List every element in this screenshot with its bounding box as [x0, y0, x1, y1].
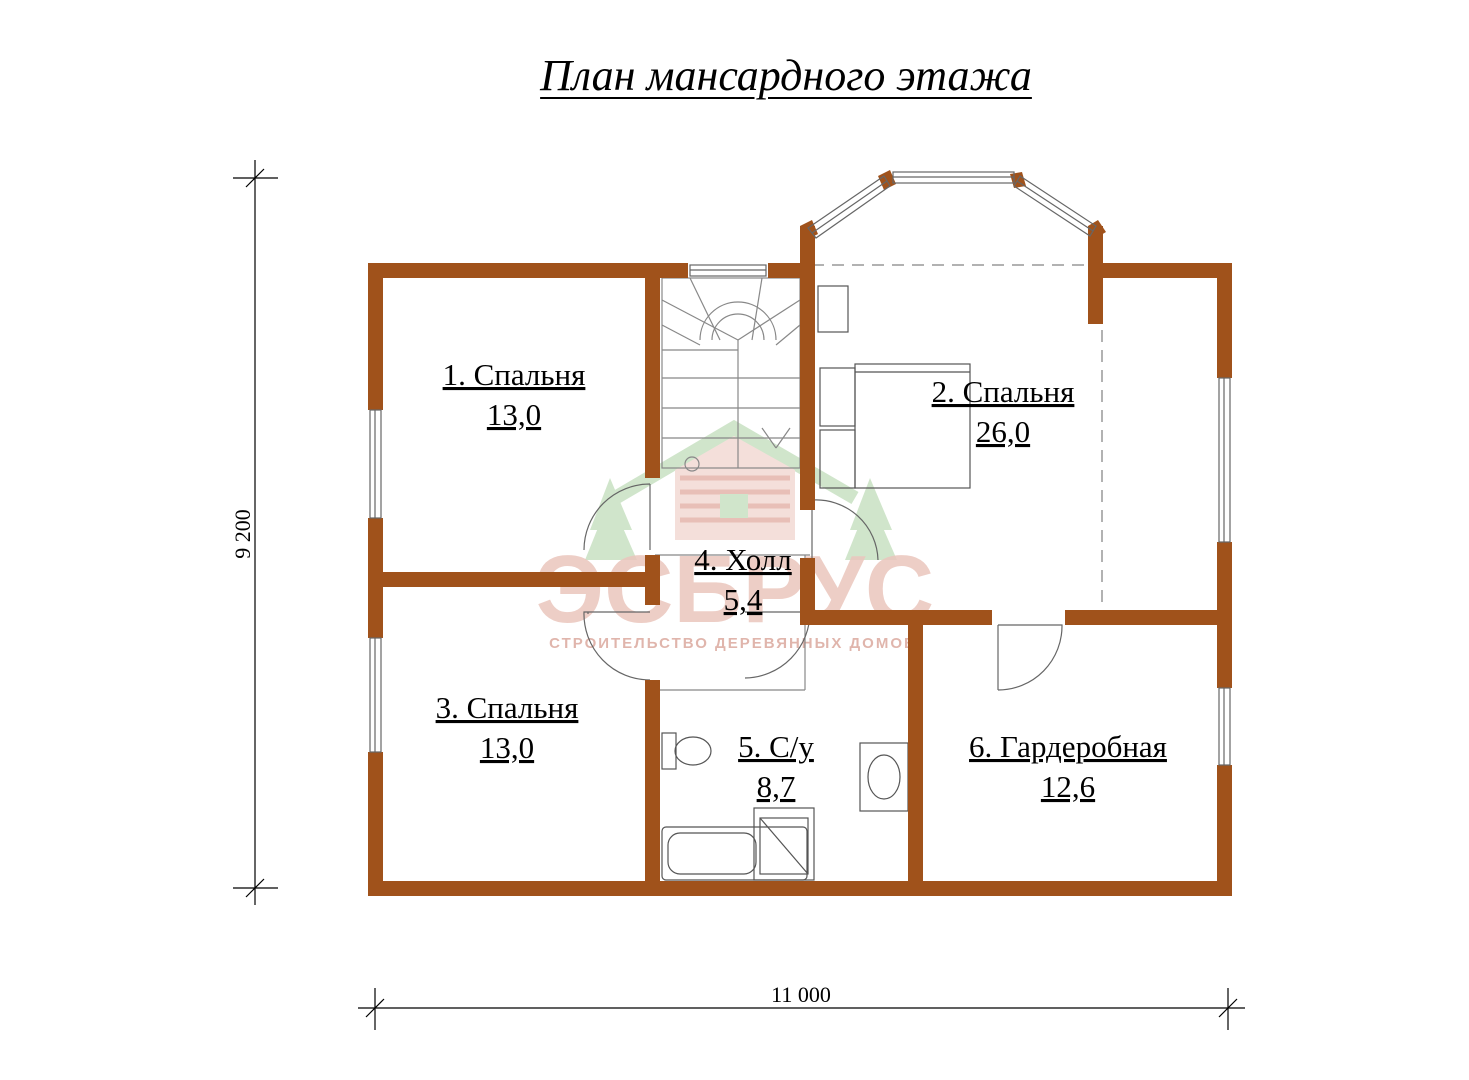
- room-name: 4. Холл: [694, 542, 791, 577]
- bed: [817, 285, 971, 489]
- room-4: 4. Холл 5,4: [694, 542, 791, 617]
- room-area: 13,0: [487, 397, 541, 432]
- walls: [368, 170, 1232, 896]
- height-dimension-line: [233, 160, 278, 905]
- windows: [369, 171, 1231, 766]
- toilet: [661, 732, 712, 770]
- room-1: 1. Спальня 13,0: [443, 357, 586, 432]
- watermark-brand: ЭСБРУС: [536, 536, 934, 643]
- width-dimension: 11 000: [771, 982, 831, 1007]
- plan-title: План мансардного этажа: [540, 51, 1032, 100]
- room-area: 12,6: [1041, 769, 1095, 804]
- room-area: 26,0: [976, 414, 1030, 449]
- room-area: 5,4: [724, 582, 763, 617]
- height-dimension: 9 200: [230, 509, 255, 559]
- bay-dashed-line: [812, 264, 1103, 610]
- room-name: 6. Гардеробная: [969, 729, 1167, 764]
- watermark-tagline: СТРОИТЕЛЬСТВО ДЕРЕВЯННЫХ ДОМОВ: [549, 635, 917, 652]
- room-area: 13,0: [480, 730, 534, 765]
- room-name: 2. Спальня: [932, 374, 1075, 409]
- sink: [859, 742, 909, 812]
- room-area: 8,7: [757, 769, 796, 804]
- room-5: 5. С/у 8,7: [738, 729, 814, 804]
- room-name: 3. Спальня: [436, 690, 579, 725]
- watermark-logo: [585, 419, 897, 560]
- room-name: 5. С/у: [738, 729, 814, 764]
- room-3: 3. Спальня 13,0: [436, 690, 579, 765]
- width-dimension-line: [358, 988, 1245, 1030]
- bathtub: [661, 807, 815, 881]
- room-name: 1. Спальня: [443, 357, 586, 392]
- room-2: 2. Спальня 26,0: [932, 374, 1075, 449]
- room-6: 6. Гардеробная 12,6: [969, 729, 1167, 804]
